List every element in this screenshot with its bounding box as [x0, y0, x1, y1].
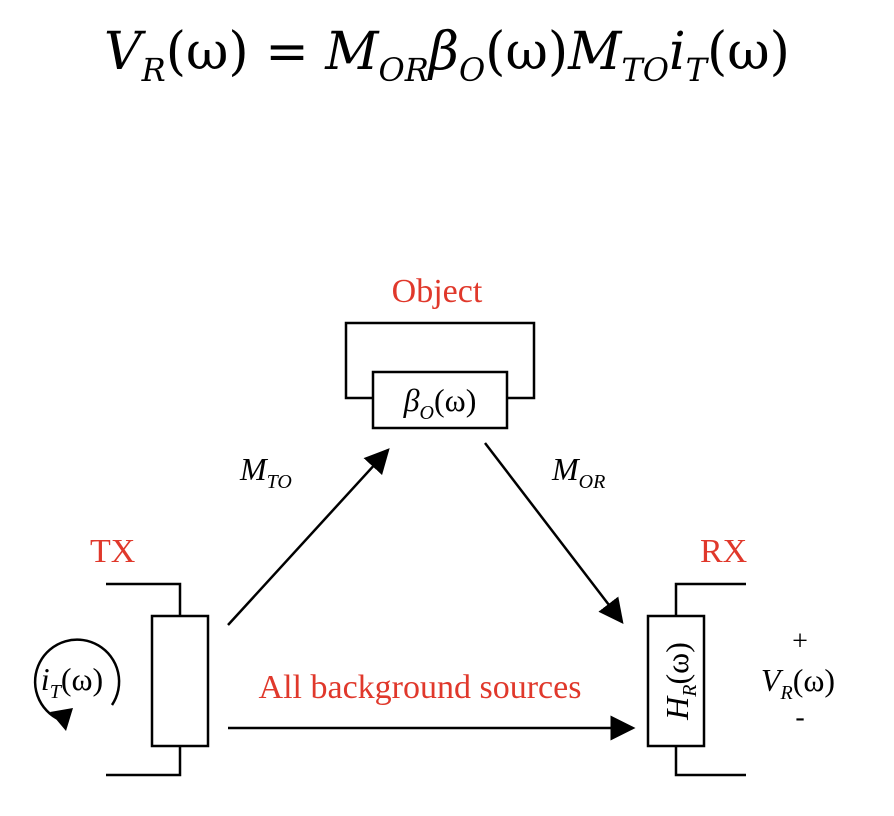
background-sources-label: All background sources [259, 669, 582, 706]
equation: VR(ω) = MORβO(ω)MTOiT(ω) [0, 22, 894, 102]
tx-leads [106, 582, 182, 777]
eq-v: V [104, 22, 142, 82]
voltage-minus: - [795, 702, 804, 733]
tx-block [150, 614, 210, 748]
rx-label: RX [700, 533, 747, 570]
eq-v-sub: R [141, 51, 166, 89]
voltage-plus: + [792, 626, 808, 657]
object-block-label: βO(ω) [403, 382, 477, 424]
eq-m1-sub: OR [378, 51, 429, 89]
object-loop [344, 321, 536, 400]
eq-m2-sub: TO [621, 51, 669, 89]
arrow-tx-to-object [227, 448, 390, 626]
eq-beta: β [428, 22, 459, 82]
eq-v-arg: (ω) = [165, 22, 326, 82]
eq-beta-sub: O [458, 51, 486, 89]
eq-beta-arg: (ω) [485, 22, 569, 82]
current-label: iT(ω) [41, 661, 103, 703]
eq-i-sub: T [685, 51, 707, 89]
m-to-label: MTO [239, 451, 292, 493]
m-or-label: MOR [551, 451, 605, 493]
current-arrow-icon [50, 708, 73, 731]
eq-i-arg: (ω) [706, 22, 790, 82]
object-label: Object [392, 273, 483, 310]
tx-label: TX [90, 533, 135, 570]
voltage-label: VR(ω) [761, 662, 835, 704]
object-block [371, 370, 509, 430]
rx-block-label: HR(ω) [659, 642, 701, 721]
eq-i: i [668, 22, 686, 82]
rx-leads [674, 582, 746, 777]
arrow-object-to-rx [484, 442, 624, 624]
current-loop-icon [33, 638, 121, 722]
rx-block [646, 614, 706, 748]
eq-m2: M [568, 22, 622, 82]
eq-m1: M [325, 22, 379, 82]
